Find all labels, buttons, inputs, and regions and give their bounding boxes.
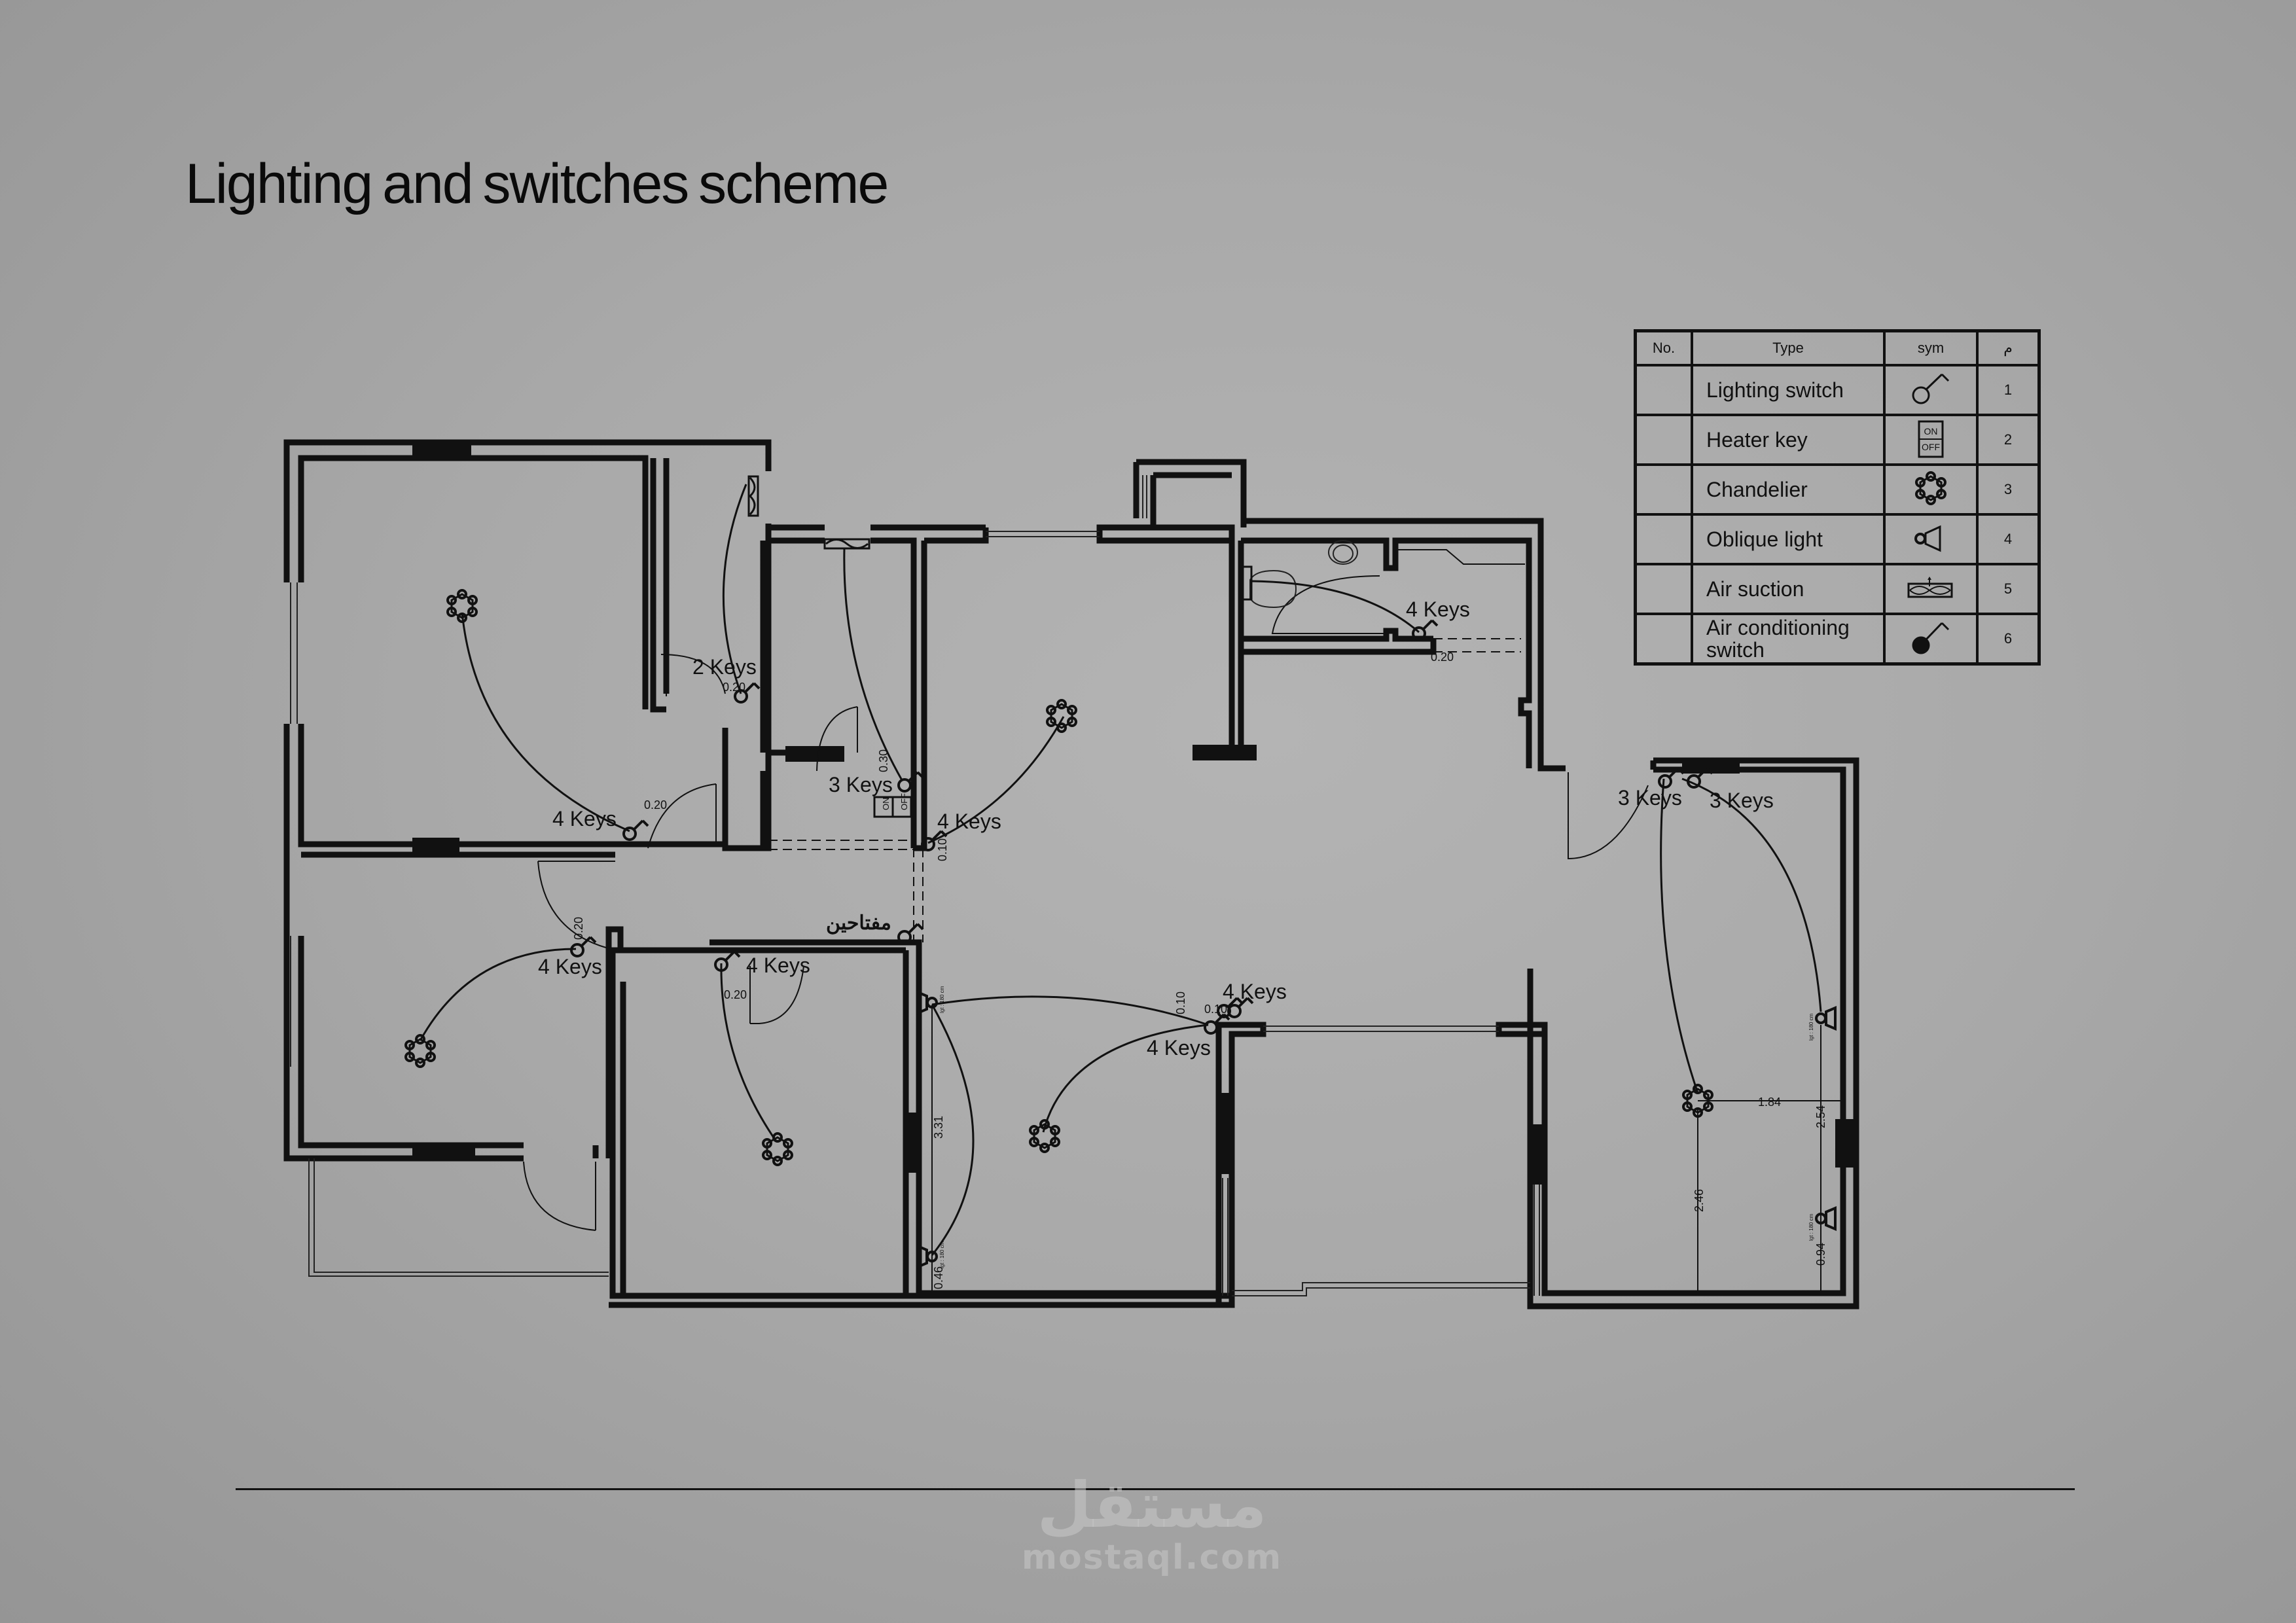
label-4keys-hall-top: 4 Keys [1223,980,1287,1003]
legend-no [1634,463,1693,516]
oblique-light-icon [1914,525,1941,552]
watermark-arabic: مستقل [1037,1469,1267,1542]
legend-no [1634,563,1693,615]
legend-index: 1 [1976,364,2041,416]
chandelier-bedroom2 [404,1034,436,1068]
dim-d2: 0.20 [644,798,667,812]
dim-d9: 0.10 [1204,1003,1227,1016]
heater-key-on-label: ON [1924,426,1938,437]
legend-row: Chandelier 3 [1634,463,2041,516]
legend-type: Heater key [1691,414,1886,466]
legend-row: Air suction 5 [1634,563,2041,615]
label-4keys-bedroom3: 4 Keys [746,954,810,977]
chandelier-living [1046,699,1077,733]
air-suction-icon [1907,576,1953,597]
oblique-note-3: lgt : 180 cm [1808,1013,1814,1041]
dim-d6: 0.20 [572,917,585,940]
chandelier-bedroom3 [762,1132,793,1166]
label-4keys-hall-bottom: 4 Keys [1147,1036,1211,1060]
legend-type: Air suction [1691,563,1886,615]
chandelier-hall [1029,1119,1060,1153]
label-3keys-master-b: 3 Keys [1710,789,1774,812]
oblique-note-4: lgt : 180 cm [1808,1213,1814,1241]
dim-master-upper: 2.54 [1814,1105,1827,1128]
legend-no [1634,364,1693,416]
legend-index: 6 [1976,613,2041,666]
label-4keys-bedroom1: 4 Keys [552,807,617,830]
heater-on-label: ON [881,798,891,811]
dim-d1: 0.20 [723,681,745,694]
label-4keys-bath: 4 Keys [1406,597,1470,621]
legend-no [1634,613,1693,666]
legend-row: Heater key ON OFF 2 [1634,414,2041,466]
bottom-rule [236,1488,2075,1490]
legend-type: Oblique light [1691,513,1886,565]
legend-row: Oblique light 4 [1634,513,2041,565]
label-4keys-living: 4 Keys [937,810,1001,833]
legend-index: 3 [1976,463,2041,516]
dim-hall-bottom: 0.46 [932,1266,945,1289]
legend-header-no: No. [1634,329,1693,366]
legend-table: No. Type sym م Lighting switch 1 Heater … [1634,329,2041,666]
label-2keys: 2 Keys [692,655,757,679]
watermark-url: mostaql.com [1021,1538,1283,1577]
legend-index: 5 [1976,563,2041,615]
dim-d3: 0.30 [877,749,890,772]
legend-header-row: No. Type sym م [1634,329,2041,366]
legend-header-index: م [1976,329,2041,366]
dim-d5: 0.20 [1431,651,1454,664]
page-title: Lighting and switches scheme [185,152,889,215]
lighting-switch-icon [1912,373,1950,404]
chandelier-marks [404,589,1713,1166]
oblique-note-2: lgt : 180 cm [939,1241,945,1268]
oblique-note-1: lgt : 180 cm [939,986,945,1013]
label-two-switches-arabic: مفتاحين [826,912,891,935]
dim-master-horizontal: 1.84 [1758,1096,1781,1109]
watermark: مستقل mostaql.com [1008,1472,1296,1577]
legend-type: Air conditioning switch [1691,613,1886,666]
legend-row: Lighting switch 1 [1634,364,2041,416]
dim-hall-vertical: 3.31 [932,1116,945,1139]
ac-switch-icon [1912,622,1950,654]
dim-master-lower: 0.94 [1814,1243,1827,1266]
legend-no [1634,513,1693,565]
label-4keys-bedroom2: 4 Keys [538,955,602,978]
dim-d7: 0.20 [724,988,747,1001]
heater-off-label: OFF [899,793,909,810]
chandelier-icon [1915,471,1946,505]
legend-index: 4 [1976,513,2041,565]
heater-key-off-label: OFF [1922,442,1940,452]
dim-d8: 0.10 [1174,991,1187,1014]
label-3keys-kitchen: 3 Keys [829,773,893,796]
legend-header-type: Type [1691,329,1886,366]
label-3keys-master-a: 3 Keys [1618,786,1682,810]
heater-key-icon: ON OFF [1918,420,1944,457]
chandelier-bedroom1 [446,589,478,623]
legend-index: 2 [1976,414,2041,466]
legend-no [1634,414,1693,466]
legend-type: Lighting switch [1691,364,1886,416]
legend-header-sym: sym [1883,329,1979,366]
legend-row: Air conditioning switch 6 [1634,613,2041,666]
dim-d4: 0.10 [936,838,949,861]
legend-type: Chandelier [1691,463,1886,516]
dim-master-chandelier: 2.46 [1693,1189,1706,1212]
